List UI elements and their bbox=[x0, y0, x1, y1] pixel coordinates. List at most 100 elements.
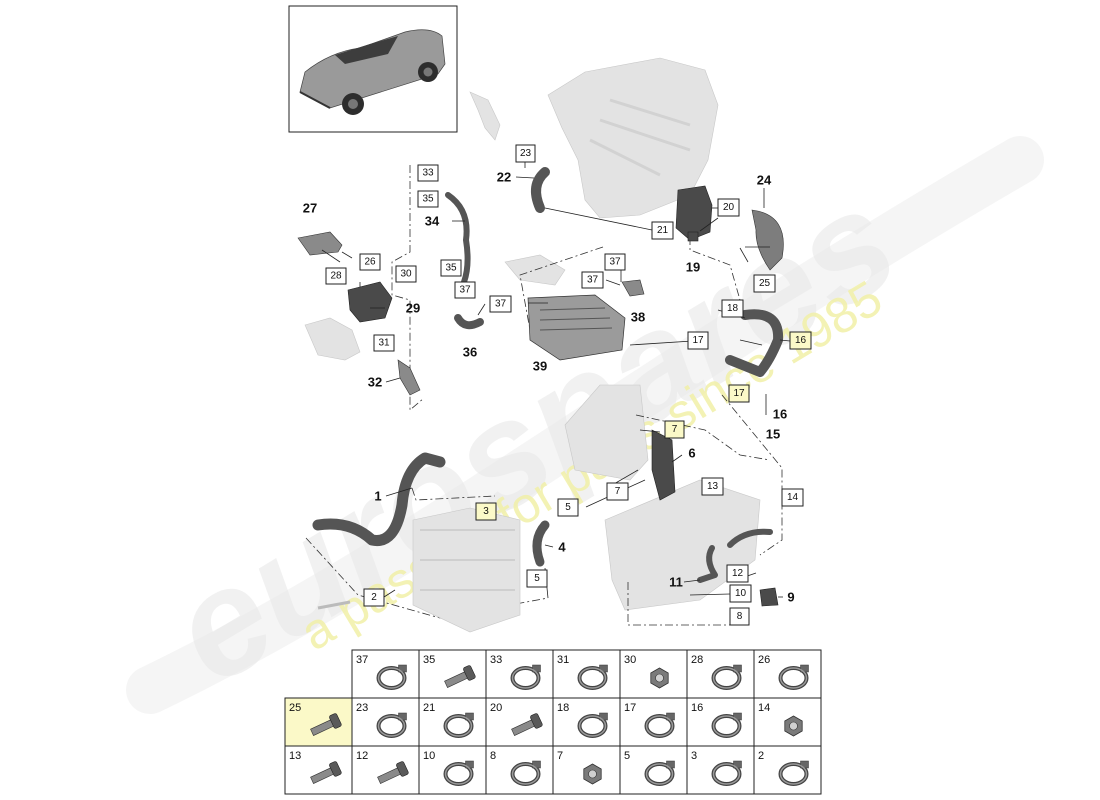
callout-37a[interactable]: 37 bbox=[454, 281, 476, 299]
callout-1[interactable]: 1 bbox=[374, 489, 381, 504]
hardware-cell-10[interactable]: 10 bbox=[418, 745, 487, 795]
callout-2[interactable]: 2 bbox=[363, 588, 385, 607]
callout-4[interactable]: 4 bbox=[558, 540, 566, 555]
hardware-cell-number: 31 bbox=[557, 654, 569, 666]
callout-36[interactable]: 36 bbox=[463, 345, 477, 360]
svg-text:33: 33 bbox=[422, 168, 434, 179]
callout-35[interactable]: 35 bbox=[417, 190, 439, 208]
hardware-cell-number: 25 bbox=[289, 702, 301, 714]
hardware-cell-28[interactable]: 28 bbox=[686, 649, 755, 699]
hardware-cell-25[interactable]: 25 bbox=[284, 697, 353, 747]
callout-21[interactable]: 21 bbox=[651, 221, 674, 240]
callout-26[interactable]: 26 bbox=[359, 253, 381, 271]
hardware-cell-5[interactable]: 5 bbox=[619, 745, 688, 795]
hose-clamp-icon bbox=[510, 760, 541, 786]
svg-text:37: 37 bbox=[609, 257, 621, 268]
hardware-cell-number: 20 bbox=[490, 702, 502, 714]
svg-text:12: 12 bbox=[732, 568, 744, 579]
hardware-cell-17[interactable]: 17 bbox=[619, 697, 688, 747]
callout-35b[interactable]: 35 bbox=[440, 259, 462, 277]
hose-clamp-icon bbox=[443, 760, 474, 786]
svg-text:20: 20 bbox=[723, 202, 735, 213]
callout-22[interactable]: 22 bbox=[497, 170, 511, 185]
svg-text:18: 18 bbox=[727, 303, 739, 314]
callout-11[interactable]: 11 bbox=[669, 575, 683, 590]
hardware-cell-16[interactable]: 16 bbox=[686, 697, 755, 747]
callout-7b[interactable]: 7 bbox=[606, 482, 629, 501]
hardware-cell-number: 2 bbox=[758, 750, 764, 762]
callout-30[interactable]: 30 bbox=[395, 265, 417, 283]
hardware-cell-18[interactable]: 18 bbox=[552, 697, 621, 747]
svg-text:35: 35 bbox=[422, 194, 434, 205]
hardware-cell-26[interactable]: 26 bbox=[753, 649, 822, 699]
hardware-cell-2[interactable]: 2 bbox=[753, 745, 822, 795]
hardware-cell-number: 18 bbox=[557, 702, 569, 714]
hardware-cell-12[interactable]: 12 bbox=[351, 745, 420, 795]
hardware-cell-33[interactable]: 33 bbox=[485, 649, 554, 699]
callout-38[interactable]: 38 bbox=[631, 310, 645, 325]
hardware-cell-31[interactable]: 31 bbox=[552, 649, 621, 699]
hardware-cell-23[interactable]: 23 bbox=[351, 697, 420, 747]
callout-37b[interactable]: 37 bbox=[489, 295, 512, 313]
hardware-cell-20[interactable]: 20 bbox=[485, 697, 554, 747]
callout-37d[interactable]: 37 bbox=[604, 253, 626, 271]
callout-3[interactable]: 3 bbox=[475, 502, 497, 521]
callout-33[interactable]: 33 bbox=[417, 164, 439, 182]
callout-37c[interactable]: 37 bbox=[581, 271, 604, 289]
callout-20[interactable]: 20 bbox=[717, 198, 740, 217]
svg-text:5: 5 bbox=[565, 502, 571, 513]
bolt-icon bbox=[444, 665, 476, 688]
hardware-cell-8[interactable]: 8 bbox=[485, 745, 554, 795]
callout-5b[interactable]: 5 bbox=[526, 569, 548, 588]
watermark-brand: eurospares bbox=[143, 155, 923, 716]
callout-24[interactable]: 24 bbox=[757, 173, 772, 188]
callout-13[interactable]: 13 bbox=[701, 477, 724, 496]
vehicle-thumbnail bbox=[288, 5, 458, 133]
hardware-cell-3[interactable]: 3 bbox=[686, 745, 755, 795]
callout-17b[interactable]: 17 bbox=[728, 384, 750, 403]
hardware-cell-13[interactable]: 13 bbox=[284, 745, 353, 795]
hardware-cell-7[interactable]: 7 bbox=[552, 745, 621, 795]
callout-23[interactable]: 23 bbox=[515, 144, 536, 163]
callout-17a[interactable]: 17 bbox=[687, 331, 709, 350]
callout-10[interactable]: 10 bbox=[729, 584, 752, 603]
svg-text:23: 23 bbox=[520, 148, 532, 159]
svg-text:37: 37 bbox=[587, 275, 599, 286]
callout-27[interactable]: 27 bbox=[303, 201, 317, 216]
hardware-cell-37[interactable]: 37 bbox=[351, 649, 420, 699]
hose-clamp-icon bbox=[778, 664, 809, 690]
callout-12[interactable]: 12 bbox=[726, 564, 749, 583]
boxed-callouts: 23 33 35 26 28 30 35 37 37 37 37 31 21 2… bbox=[325, 144, 812, 626]
hose-clamp-icon bbox=[443, 712, 474, 738]
hardware-cell-14[interactable]: 14 bbox=[753, 697, 822, 747]
hardware-cell-number: 8 bbox=[490, 750, 496, 762]
hardware-cell-35[interactable]: 35 bbox=[418, 649, 487, 699]
callout-6[interactable]: 6 bbox=[688, 446, 695, 461]
hardware-cell-21[interactable]: 21 bbox=[418, 697, 487, 747]
callout-5a[interactable]: 5 bbox=[557, 498, 579, 517]
callout-19[interactable]: 19 bbox=[686, 260, 700, 275]
hardware-cell-30[interactable]: 30 bbox=[619, 649, 688, 699]
hose-clamp-icon bbox=[711, 712, 742, 738]
callout-29[interactable]: 29 bbox=[406, 301, 420, 316]
hose-clamp-icon bbox=[711, 760, 742, 786]
callout-28[interactable]: 28 bbox=[325, 267, 347, 285]
callout-16-plain[interactable]: 16 bbox=[773, 407, 787, 422]
callout-15[interactable]: 15 bbox=[766, 427, 780, 442]
callout-18[interactable]: 18 bbox=[721, 299, 744, 318]
callout-39[interactable]: 39 bbox=[533, 359, 547, 374]
hardware-cell-number: 5 bbox=[624, 750, 630, 762]
callout-14[interactable]: 14 bbox=[781, 488, 804, 507]
hardware-cell-number: 35 bbox=[423, 654, 435, 666]
svg-text:21: 21 bbox=[657, 225, 669, 236]
callout-32[interactable]: 32 bbox=[368, 375, 382, 390]
callout-31[interactable]: 31 bbox=[373, 334, 395, 352]
svg-text:8: 8 bbox=[737, 611, 743, 622]
callout-34[interactable]: 34 bbox=[425, 214, 440, 229]
callout-16[interactable]: 16 bbox=[789, 331, 812, 350]
callout-8[interactable]: 8 bbox=[729, 607, 750, 626]
callout-7a[interactable]: 7 bbox=[664, 420, 685, 439]
svg-text:3: 3 bbox=[483, 506, 489, 517]
callout-25[interactable]: 25 bbox=[753, 274, 776, 293]
callout-9[interactable]: 9 bbox=[787, 590, 794, 605]
